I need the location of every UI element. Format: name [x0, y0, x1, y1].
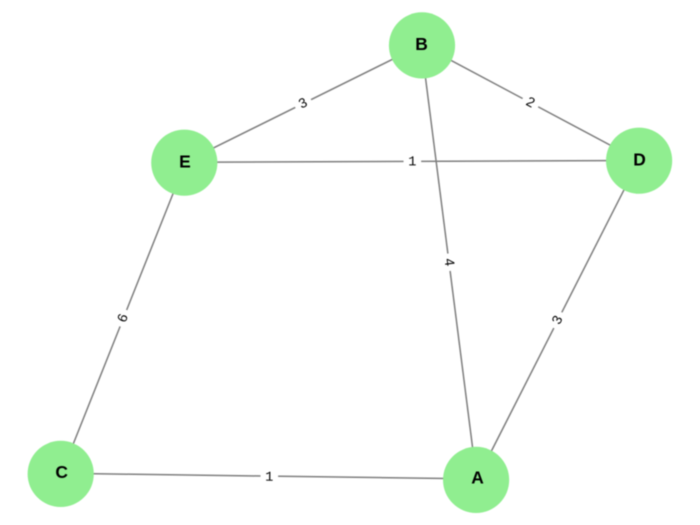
svg-text:D: D — [633, 150, 646, 170]
svg-text:4: 4 — [442, 258, 458, 268]
svg-text:1: 1 — [265, 471, 273, 486]
svg-text:C: C — [55, 462, 68, 482]
svg-text:A: A — [471, 468, 484, 488]
svg-text:1: 1 — [408, 155, 416, 170]
svg-text:B: B — [415, 34, 428, 54]
svg-text:E: E — [179, 152, 191, 172]
